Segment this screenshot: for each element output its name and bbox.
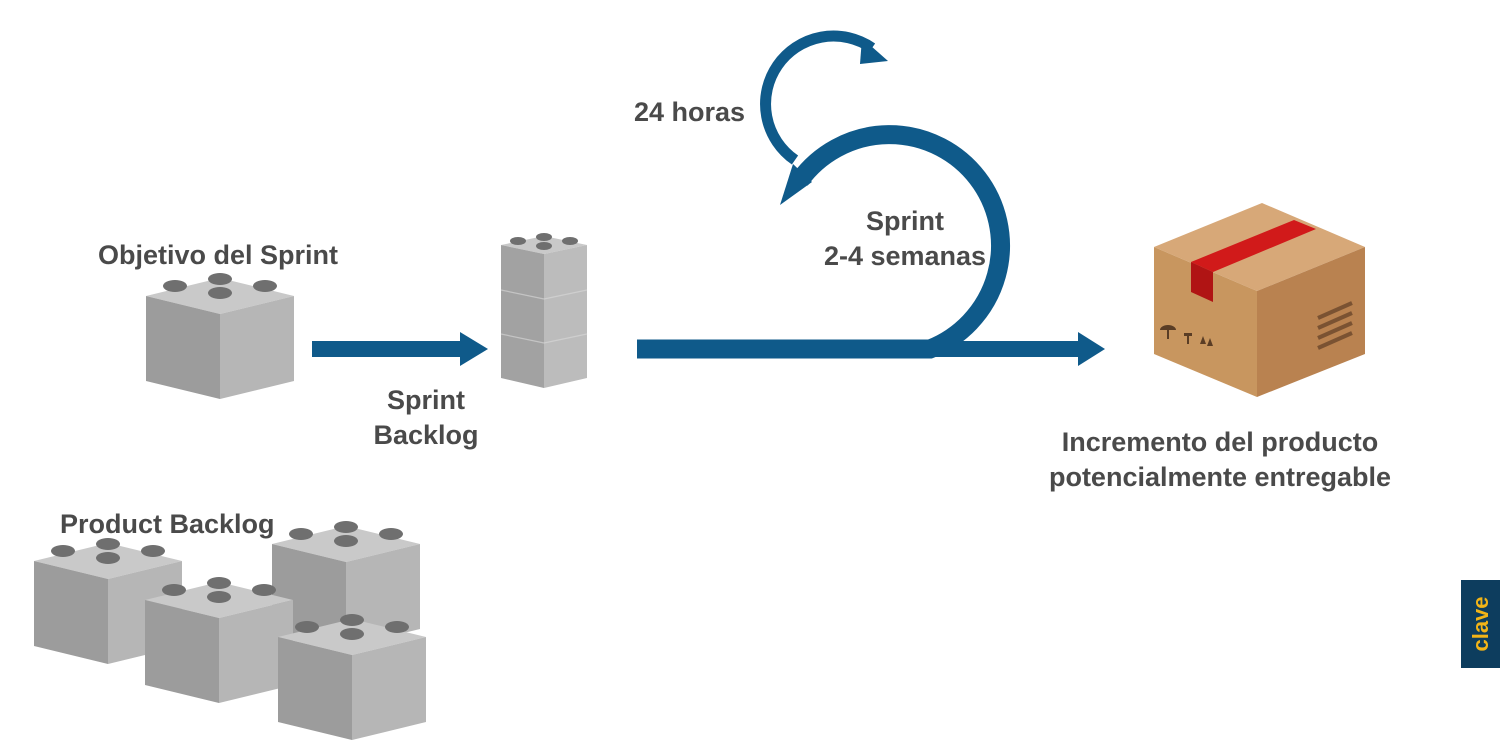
brand-logo: clave <box>1461 580 1500 668</box>
sprint-goal-label: Objetivo del Sprint <box>98 240 339 270</box>
brand-logo-text: clave <box>1467 596 1493 652</box>
sprint-backlog-stack-icon <box>500 233 588 388</box>
sprint-label-line-2: 2-4 semanas <box>823 241 987 271</box>
sprint-backlog-label: Sprint Backlog <box>366 383 486 453</box>
increment-label: Incremento del producto potencialmente e… <box>1010 425 1430 495</box>
shipping-box-icon <box>1154 203 1365 397</box>
increment-line-1: Incremento del producto <box>1061 427 1379 457</box>
product-backlog-label: Product Backlog <box>60 509 275 539</box>
daily-cycle-label: 24 horas <box>634 97 746 127</box>
increment-line-2: potencialmente entregable <box>1048 462 1392 492</box>
product-backlog-bricks-icon <box>34 521 426 740</box>
sprint-goal-brick-icon <box>146 273 294 399</box>
sprint-duration-label: Sprint 2-4 semanas <box>800 204 1010 274</box>
sprint-backlog-line-2: Backlog <box>373 420 479 450</box>
daily-loop-arrow-icon <box>760 30 888 165</box>
sprint-label-line-1: Sprint <box>866 206 944 236</box>
sprint-loop-arrow-icon <box>637 125 1105 366</box>
arrow-to-sprint-backlog <box>312 332 488 366</box>
sprint-backlog-line-1: Sprint <box>387 385 465 415</box>
